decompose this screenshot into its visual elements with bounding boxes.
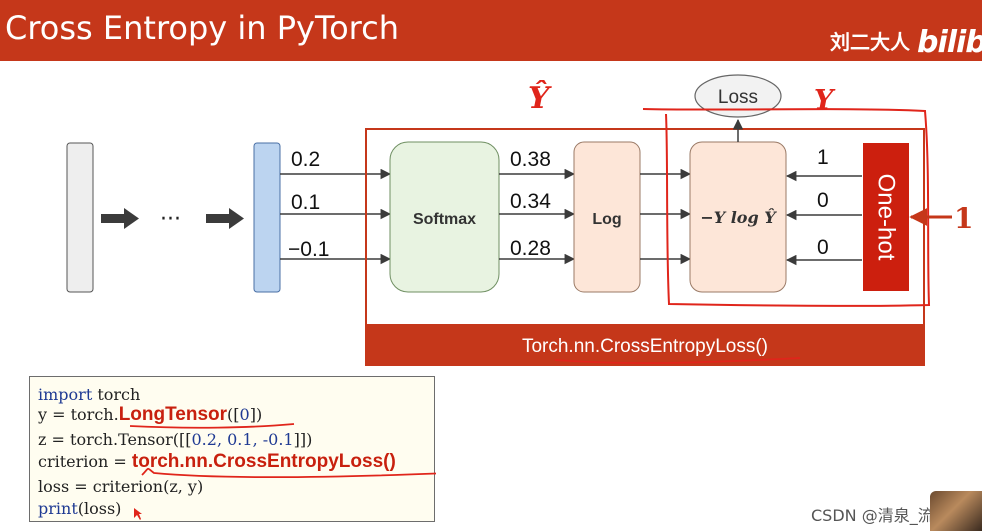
cross-entropy-label: Torch.nn.CrossEntropyLoss() bbox=[522, 336, 768, 357]
code-line-2-mid: ([ bbox=[227, 405, 240, 424]
bilibili-logo: bilibi bbox=[916, 25, 982, 60]
csdn-watermark: CSDN @清泉_流响 bbox=[811, 506, 950, 525]
presenter-photo bbox=[930, 491, 982, 531]
logit-value-1: 0.2 bbox=[291, 148, 320, 171]
label-underline-annotation bbox=[554, 357, 801, 364]
code-line-4-prefix: criterion = bbox=[38, 452, 132, 471]
y-annotation: Y bbox=[814, 85, 836, 116]
slide-title: Cross Entropy in PyTorch bbox=[5, 9, 399, 47]
softmax-label: Softmax bbox=[413, 211, 476, 228]
code-line-6: print(loss) bbox=[38, 499, 121, 518]
onehot-label: One-hot bbox=[873, 174, 900, 261]
flow-arrow-1 bbox=[101, 208, 139, 229]
logo-author: 刘二大人 bbox=[830, 30, 910, 54]
nll-formula: −Y log Ŷ bbox=[700, 207, 777, 227]
target-value-2: 0 bbox=[817, 189, 829, 212]
code-line-1: import torch bbox=[38, 385, 140, 404]
title-bar: Cross Entropy in PyTorch 刘二大人 bilibi bbox=[0, 0, 982, 61]
code-line-4: criterion = torch.nn.CrossEntropyLoss() bbox=[38, 451, 396, 473]
softmax-box bbox=[389, 141, 500, 293]
onehot-box bbox=[863, 143, 909, 291]
logit-value-3: −0.1 bbox=[288, 238, 329, 261]
import-keyword: import bbox=[38, 385, 93, 404]
prob-value-1: 0.38 bbox=[510, 148, 551, 171]
hidden-layers-ellipsis: ··· bbox=[160, 207, 181, 232]
code-underline-annotations bbox=[129, 423, 436, 520]
prob-value-2: 0.34 bbox=[510, 190, 551, 213]
code-line-5: loss = criterion(z, y) bbox=[38, 477, 203, 496]
code-line-2-prefix: y = torch. bbox=[38, 405, 119, 424]
loss-node bbox=[694, 74, 782, 118]
crossentropyloss-highlight: torch.nn.CrossEntropyLoss() bbox=[131, 451, 396, 472]
target-value-3: 0 bbox=[817, 236, 829, 259]
code-line-5-text: loss = criterion(z, y) bbox=[38, 477, 204, 496]
onehot-highlight-annotation bbox=[642, 108, 931, 307]
log-box bbox=[573, 141, 641, 293]
code-block: import torch y = torch.LongTensor([0]) z… bbox=[29, 376, 436, 522]
cross-entropy-diagram: ··· 0.2 0.1 −0.1 Torch.nn.CrossEntropyLo… bbox=[66, 74, 973, 366]
cross-entropy-label-bar bbox=[366, 324, 924, 365]
print-keyword: print bbox=[38, 499, 78, 518]
code-line-3-suffix: ]]) bbox=[293, 430, 313, 449]
code-line-1-rest: torch bbox=[92, 385, 141, 404]
target-value-1: 1 bbox=[817, 146, 829, 169]
code-line-2-suffix: ]) bbox=[249, 405, 263, 424]
code-line-3-prefix: z = torch.Tensor([[ bbox=[38, 430, 192, 449]
code-line-3: z = torch.Tensor([[0.2, 0.1, -0.1]]) bbox=[38, 430, 312, 449]
code-line-2-number: 0 bbox=[239, 405, 250, 424]
crossentropyloss-underline bbox=[141, 467, 436, 479]
mouse-cursor-icon bbox=[134, 508, 142, 520]
logit-layer bbox=[253, 142, 281, 293]
loss-label: Loss bbox=[718, 87, 758, 108]
longtensor-highlight: LongTensor bbox=[118, 404, 228, 425]
flow-arrow-2 bbox=[206, 208, 244, 229]
code-line-2: y = torch.LongTensor([0]) bbox=[38, 404, 262, 426]
class-index: 1 bbox=[954, 202, 973, 235]
prob-value-3: 0.28 bbox=[510, 237, 551, 260]
channel-logo: 刘二大人 bilibi bbox=[830, 22, 982, 60]
logit-value-2: 0.1 bbox=[291, 191, 320, 214]
y-hat-annotation: Ŷ bbox=[528, 80, 552, 116]
input-layer bbox=[66, 142, 94, 293]
code-line-3-numbers: 0.2, 0.1, -0.1 bbox=[191, 430, 294, 449]
longtensor-underline bbox=[129, 423, 295, 429]
log-label: Log bbox=[592, 211, 621, 228]
code-line-6-rest: (loss) bbox=[77, 499, 122, 518]
